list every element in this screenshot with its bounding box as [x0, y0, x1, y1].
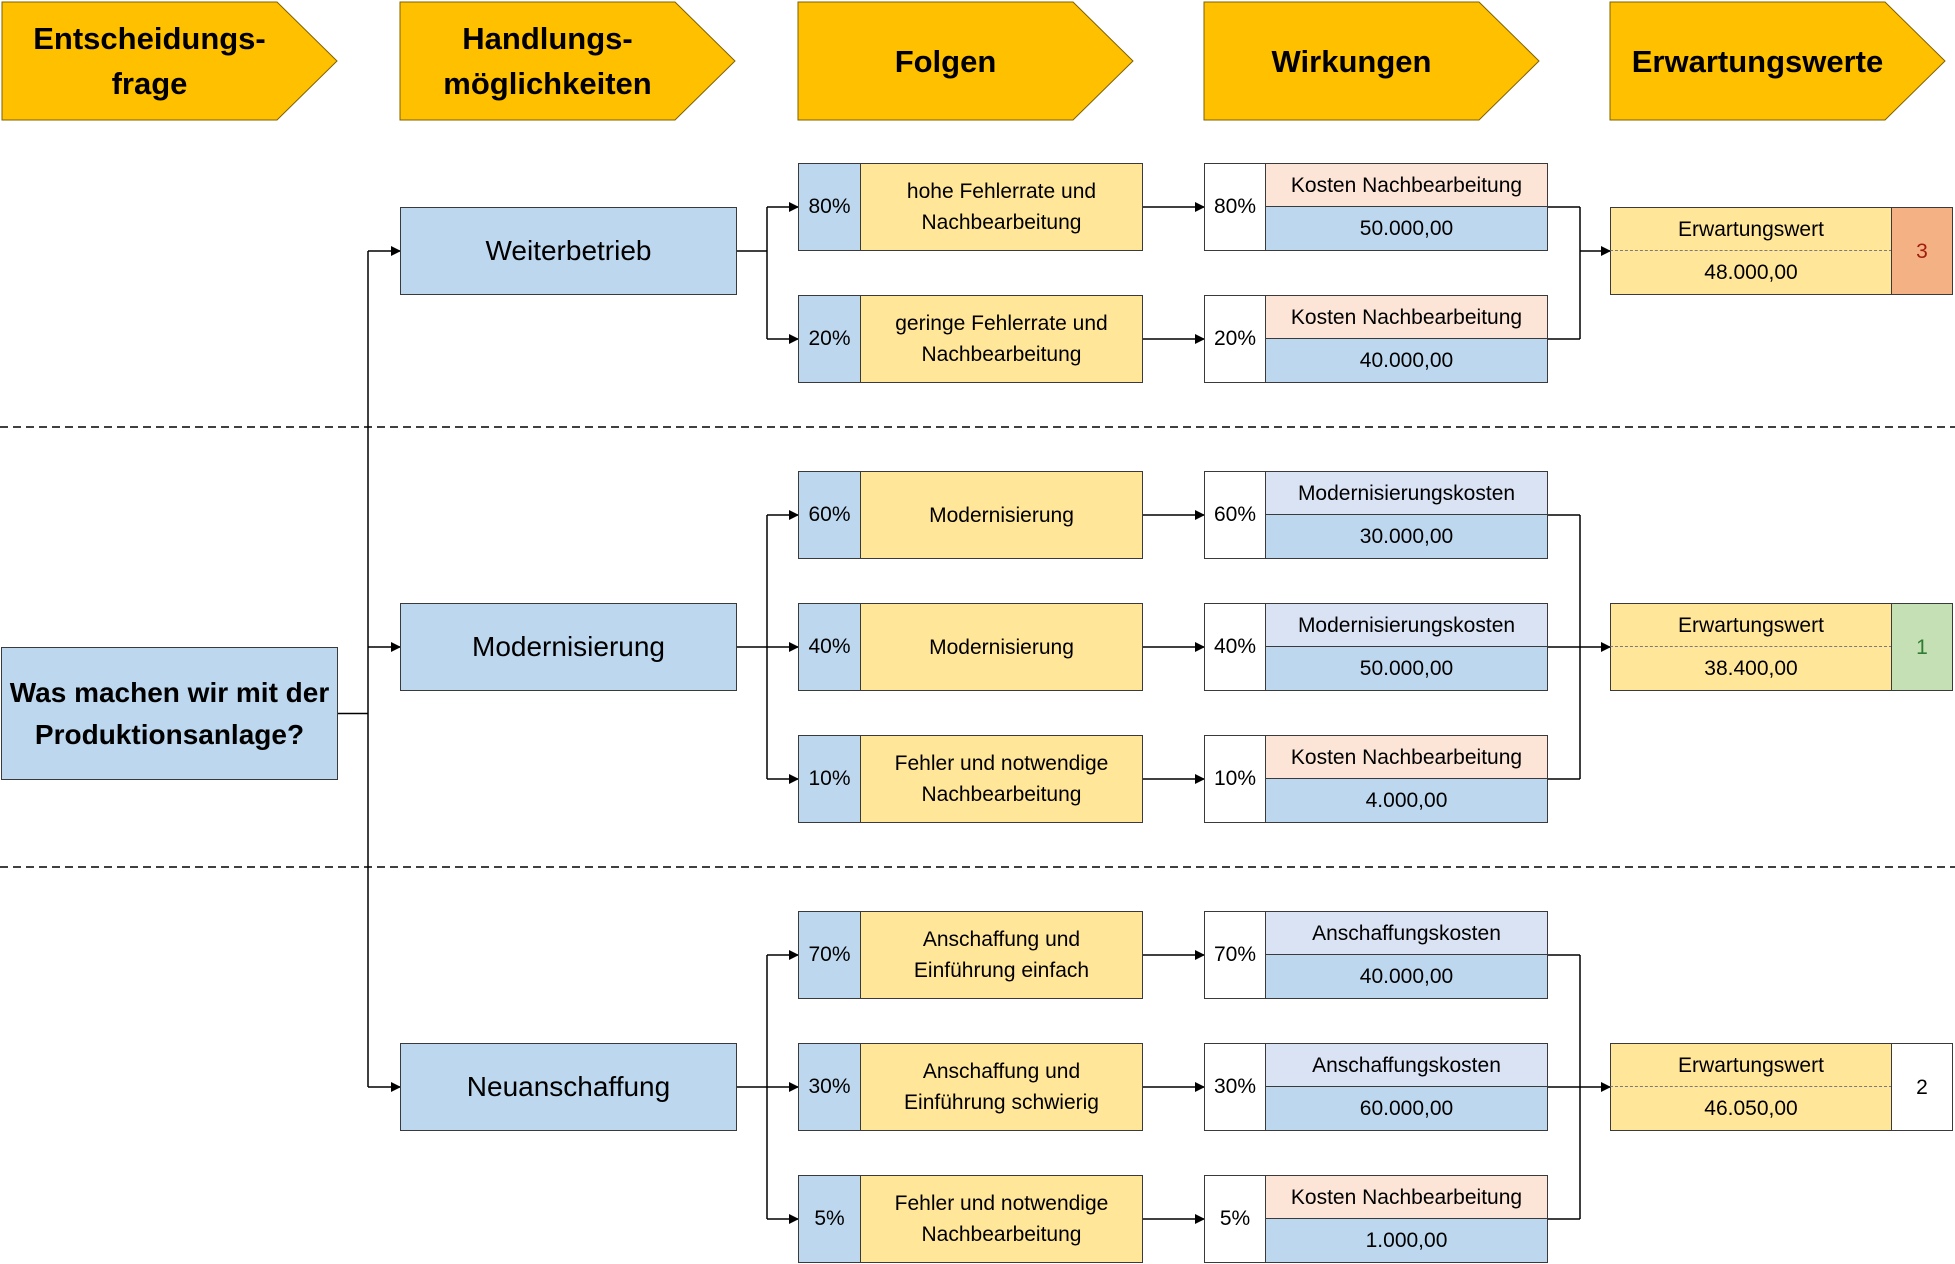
header-chevron-shape — [797, 1, 1134, 121]
folge-label: Anschaffung und Einführung schwierig — [860, 1043, 1143, 1131]
header-label: Handlungs- möglichkeiten — [443, 21, 652, 101]
header-label: Erwartungswerte — [1631, 43, 1884, 79]
wirkung-label: Modernisierungskosten — [1265, 471, 1548, 515]
folge-label: Anschaffung und Einführung einfach — [860, 911, 1143, 999]
action-box: Neuanschaffung — [400, 1043, 737, 1131]
folge-probability: 30% — [798, 1043, 861, 1131]
action-box: Weiterbetrieb — [400, 207, 737, 295]
action-box: Modernisierung — [400, 603, 737, 691]
folge-probability: 80% — [798, 163, 861, 251]
expected-value: 46.050,00 — [1610, 1086, 1892, 1131]
folge-label: Fehler und notwendige Nachbearbeitung — [860, 1175, 1143, 1263]
wirkung-label: Modernisierungskosten — [1265, 603, 1548, 647]
header-chevron-shape — [1609, 1, 1946, 121]
folge-label: geringe Fehlerrate und Nachbearbeitung — [860, 295, 1143, 383]
wirkung-value: 1.000,00 — [1265, 1218, 1548, 1263]
wirkung-probability: 10% — [1204, 735, 1266, 823]
wirkung-label: Kosten Nachbearbeitung — [1265, 735, 1548, 779]
folge-probability: 5% — [798, 1175, 861, 1263]
header-chevron-shape — [1203, 1, 1540, 121]
wirkung-probability: 20% — [1204, 295, 1266, 383]
wirkung-label: Kosten Nachbearbeitung — [1265, 163, 1548, 207]
question-box: Was machen wir mit der Produktionsanlage… — [1, 647, 338, 780]
wirkung-value: 40.000,00 — [1265, 338, 1548, 383]
wirkung-probability: 30% — [1204, 1043, 1266, 1131]
wirkung-value: 50.000,00 — [1265, 646, 1548, 691]
wirkung-probability: 40% — [1204, 603, 1266, 691]
header-label: Entscheidungs- frage — [33, 21, 266, 101]
wirkung-label: Anschaffungskosten — [1265, 911, 1548, 955]
folge-probability: 70% — [798, 911, 861, 999]
rank-badge: 2 — [1891, 1043, 1953, 1131]
wirkung-label: Kosten Nachbearbeitung — [1265, 1175, 1548, 1219]
wirkung-value: 30.000,00 — [1265, 514, 1548, 559]
wirkung-label: Anschaffungskosten — [1265, 1043, 1548, 1087]
wirkung-value: 4.000,00 — [1265, 778, 1548, 823]
wirkung-value: 40.000,00 — [1265, 954, 1548, 999]
wirkung-value: 60.000,00 — [1265, 1086, 1548, 1131]
folge-label: hohe Fehlerrate und Nachbearbeitung — [860, 163, 1143, 251]
folge-label: Fehler und notwendige Nachbearbeitung — [860, 735, 1143, 823]
expected-value-label: Erwartungswert — [1610, 207, 1892, 251]
wirkung-probability: 70% — [1204, 911, 1266, 999]
expected-value: 48.000,00 — [1610, 250, 1892, 295]
folge-label: Modernisierung — [860, 471, 1143, 559]
wirkung-probability: 60% — [1204, 471, 1266, 559]
header-chevron-shape — [399, 1, 736, 121]
folge-probability: 60% — [798, 471, 861, 559]
folge-probability: 40% — [798, 603, 861, 691]
expected-value-label: Erwartungswert — [1610, 1043, 1892, 1087]
header-label: Wirkungen — [1271, 43, 1432, 79]
folge-probability: 10% — [798, 735, 861, 823]
wirkung-label: Kosten Nachbearbeitung — [1265, 295, 1548, 339]
folge-label: Modernisierung — [860, 603, 1143, 691]
rank-badge: 3 — [1891, 207, 1953, 295]
wirkung-probability: 5% — [1204, 1175, 1266, 1263]
wirkung-value: 50.000,00 — [1265, 206, 1548, 251]
rank-badge: 1 — [1891, 603, 1953, 691]
expected-value-label: Erwartungswert — [1610, 603, 1892, 647]
header-label: Folgen — [894, 43, 997, 79]
expected-value: 38.400,00 — [1610, 646, 1892, 691]
header-chevron-shape — [1, 1, 338, 121]
wirkung-probability: 80% — [1204, 163, 1266, 251]
folge-probability: 20% — [798, 295, 861, 383]
